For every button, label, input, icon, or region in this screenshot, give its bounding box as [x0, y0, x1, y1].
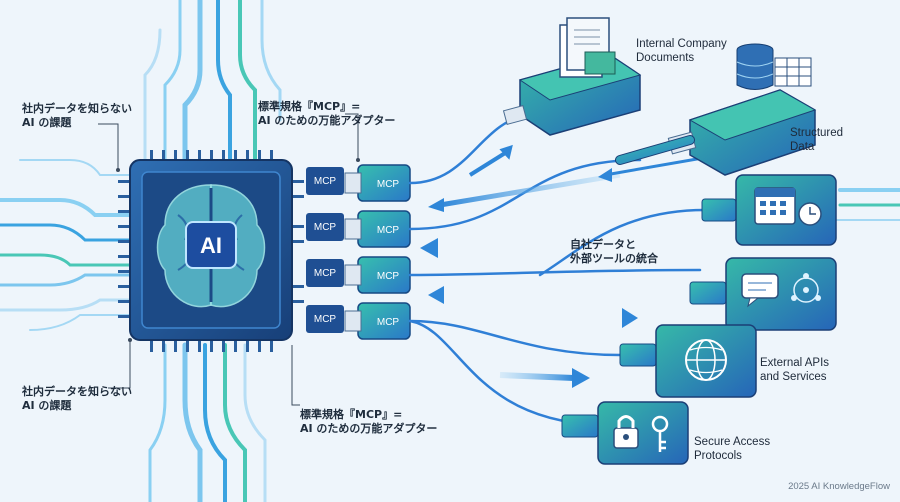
usb-plug-4 — [344, 302, 411, 340]
lock-key-icon — [613, 415, 669, 452]
label-secure-access: Secure Access Protocols — [694, 436, 771, 462]
callout-leaders — [98, 113, 359, 406]
ai-chip-label: AI — [200, 233, 222, 258]
ai-chip: AI — [129, 159, 293, 341]
label-internal-documents: Internal Company Documents — [636, 38, 727, 64]
calendar-icon — [754, 187, 822, 226]
callout-mcp-standard-bottom: 標準規格『MCP』= AI のための万能アダプター — [300, 408, 438, 435]
plug-label-2: MCP — [377, 225, 400, 236]
mcp-tag-4: MCP — [306, 305, 344, 333]
resource-calendar — [701, 174, 837, 246]
footer-credit: 2025 AI KnowledgeFlow — [788, 481, 890, 492]
mcp-tag-3: MCP — [306, 259, 344, 287]
resource-chat-network — [689, 257, 837, 331]
callout-integration: 自社データと 外部ツールの統合 — [570, 238, 658, 265]
resource-secure-access — [561, 401, 689, 465]
plug-label-4: MCP — [377, 317, 400, 328]
globe-icon — [685, 339, 727, 381]
label-external-apis: External APIs and Services — [760, 357, 830, 383]
usb-plug-2 — [344, 210, 411, 248]
cables — [408, 113, 707, 427]
usb-plugs — [344, 164, 411, 340]
chip-pins — [118, 150, 304, 352]
mcp-tag-2: MCP — [306, 213, 344, 241]
usb-plug-3 — [344, 256, 411, 294]
label-structured-data: Structured Data — [790, 127, 844, 153]
chat-network-icon — [741, 273, 821, 308]
plug-label-3: MCP — [377, 271, 400, 282]
callout-mcp-standard-top: 標準規格『MCP』= AI のための万能アダプター — [258, 100, 396, 127]
resource-external-apis — [619, 324, 757, 398]
documents-icon — [559, 17, 616, 78]
resource-documents — [502, 17, 642, 136]
mcp-tag-1: MCP — [306, 167, 344, 195]
plug-label-1: MCP — [377, 179, 400, 190]
flow-arrows — [420, 144, 721, 388]
usb-plug-1 — [344, 164, 411, 202]
callout-ai-problem-top: 社内データを知らない AI の課題 — [22, 102, 132, 129]
callout-ai-problem-bottom: 社内データを知らない AI の課題 — [22, 385, 132, 412]
database-icon — [736, 43, 812, 90]
resource-structured-data — [615, 43, 817, 176]
